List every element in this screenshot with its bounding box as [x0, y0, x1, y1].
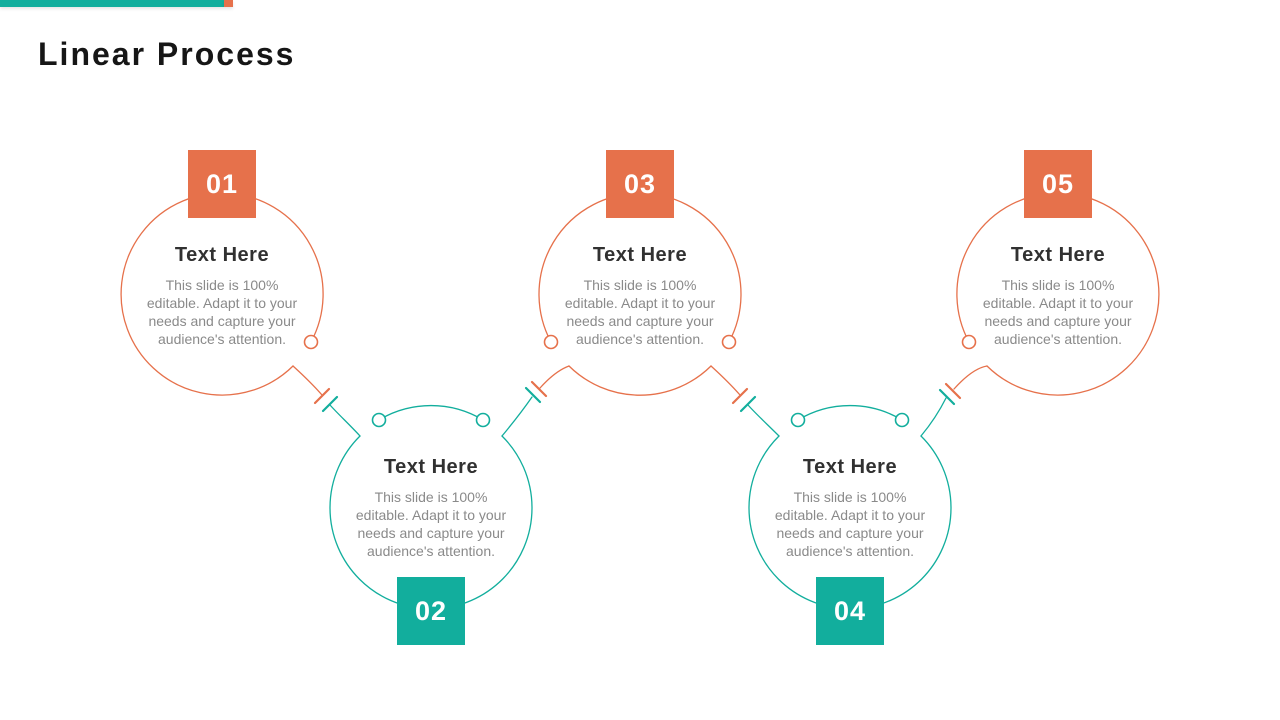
- ring-step-2-right: [475, 412, 491, 428]
- step-5-heading[interactable]: Text Here: [1010, 244, 1106, 266]
- tick-2-3-orange: [530, 380, 548, 398]
- tick-1-2-teal: [321, 395, 339, 413]
- tick-3-4-teal: [739, 395, 757, 413]
- step-1-description[interactable]: This slide is 100% editable. Adapt it to…: [146, 277, 298, 347]
- tick-2-3-teal: [524, 386, 542, 404]
- connector-1-2-orange-half: [292, 365, 323, 396]
- step-4-description[interactable]: This slide is 100% editable. Adapt it to…: [774, 489, 926, 559]
- step-1-number-badge[interactable]: 01: [188, 150, 256, 218]
- step-2-text[interactable]: Text Here This slide is 100% editable. A…: [331, 455, 531, 560]
- connector-2-3-orange-half: [539, 365, 570, 389]
- step-4-number-badge[interactable]: 04: [816, 577, 884, 645]
- step-5-number-badge[interactable]: 05: [1024, 150, 1092, 218]
- step-5-text[interactable]: Text Here This slide is 100% editable. A…: [958, 243, 1158, 348]
- break-ticks: [313, 380, 962, 413]
- tick-3-4-orange: [731, 387, 749, 405]
- ring-step-4-left: [790, 412, 806, 428]
- ring-step-4-right: [894, 412, 910, 428]
- connector-4-5-teal-half: [920, 397, 947, 437]
- connector-2-3-teal-half: [501, 396, 533, 437]
- step-3-description[interactable]: This slide is 100% editable. Adapt it to…: [564, 277, 716, 347]
- circle-outline-step-2-top: [378, 404, 484, 421]
- step-3-number-badge[interactable]: 03: [606, 150, 674, 218]
- tick-4-5-orange: [944, 382, 962, 400]
- step-4-text[interactable]: Text Here This slide is 100% editable. A…: [750, 455, 950, 560]
- step-3-heading[interactable]: Text Here: [592, 244, 688, 266]
- connector-1-2-teal-half: [329, 404, 361, 437]
- tick-4-5-teal: [938, 388, 956, 406]
- step-2-heading[interactable]: Text Here: [383, 456, 479, 478]
- page-title[interactable]: Linear Process: [38, 36, 296, 72]
- step-1-text[interactable]: Text Here This slide is 100% editable. A…: [122, 243, 322, 348]
- connector-3-4-teal-half: [747, 404, 780, 437]
- step-2-description[interactable]: This slide is 100% editable. Adapt it to…: [355, 489, 507, 559]
- step-1-heading[interactable]: Text Here: [174, 244, 270, 266]
- tick-1-2-orange: [313, 387, 331, 405]
- top-bar-teal-segment: [0, 0, 224, 7]
- step-5-description[interactable]: This slide is 100% editable. Adapt it to…: [982, 277, 1134, 347]
- ring-step-2-left: [371, 412, 387, 428]
- step-2-number-badge[interactable]: 02: [397, 577, 465, 645]
- connection-rings: [303, 334, 977, 428]
- step-4-heading[interactable]: Text Here: [802, 456, 898, 478]
- top-bar-orange-segment: [224, 0, 233, 7]
- step-3-text[interactable]: Text Here This slide is 100% editable. A…: [540, 243, 740, 348]
- circle-outline-step-3-bottom: [568, 365, 712, 396]
- connector-3-4-orange-half: [710, 365, 741, 396]
- circle-outline-step-4-top: [797, 404, 903, 421]
- connector-4-5-orange-half: [953, 365, 988, 390]
